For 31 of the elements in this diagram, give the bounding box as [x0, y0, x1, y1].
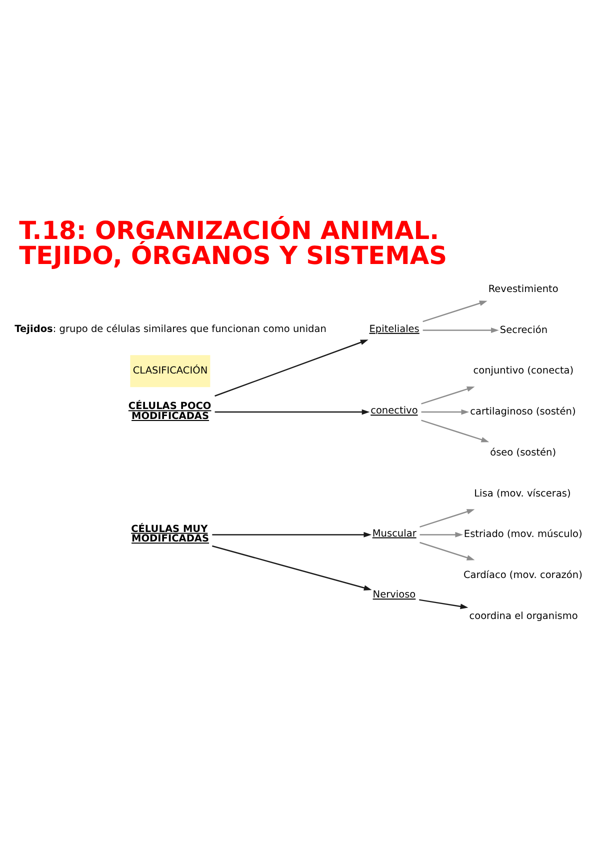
node-text: Estriado (mov. músculo) [464, 528, 582, 540]
arrow [421, 419, 490, 442]
node-text: Lisa (mov. vísceras) [474, 488, 571, 499]
node-text: Epiteliales [369, 323, 420, 334]
arrow [214, 408, 370, 414]
node-text: Revestimiento [488, 283, 558, 294]
diagram-title: T.18: ORGANIZACIÓN ANIMAL. TEJIDO, ÓRGANOS Y SISTEMAS [19, 216, 448, 270]
arrow [212, 544, 372, 590]
arrow [421, 386, 475, 404]
arrow [214, 339, 368, 396]
node-text: cartilaginoso (sostén) [470, 406, 576, 418]
node-text: conjuntivo (conecta) [473, 365, 574, 376]
node-text: conectivo [370, 405, 418, 416]
label: CLASIFICACIÓN [132, 365, 208, 376]
node-text: Muscular [372, 528, 416, 539]
arrow [419, 598, 468, 609]
arrow [420, 531, 464, 537]
arrow [420, 508, 475, 527]
node-text: Nervioso [372, 589, 416, 600]
arrow [212, 531, 372, 537]
arrow [421, 408, 470, 414]
node-text: Secreción [500, 324, 548, 336]
arrow [422, 300, 488, 322]
node-text: CÉLULAS MUY MODIFICADAS [131, 523, 210, 544]
node-text: CÉLULAS POCO MODIFICADAS [128, 400, 212, 422]
arrow [422, 327, 499, 333]
label: Tejidos: grupo de células similares que funcionan como unidan [14, 323, 326, 334]
node-text: óseo (sostén) [490, 446, 556, 458]
node-text: Cardíaco (mov. corazón) [463, 570, 582, 581]
node-text: coordina el organismo [469, 610, 578, 622]
arrow [420, 541, 475, 560]
